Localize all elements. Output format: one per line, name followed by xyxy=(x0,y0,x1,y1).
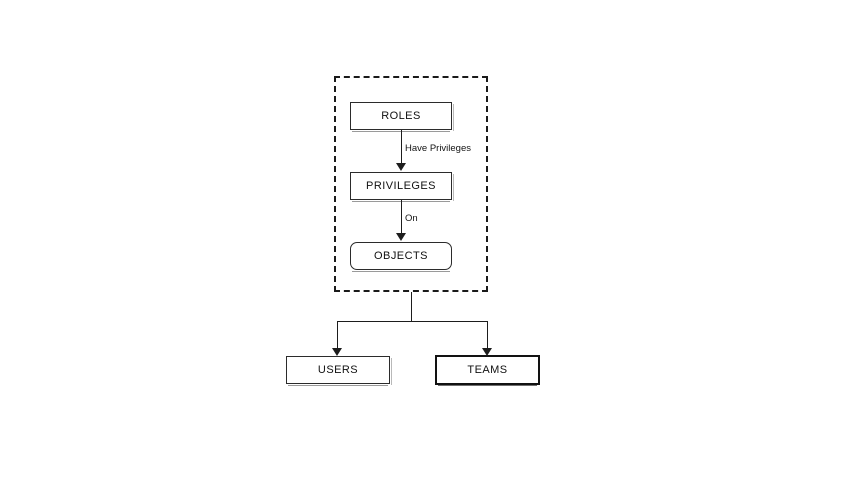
edge-roles-to-privileges-line xyxy=(401,130,402,166)
node-users[interactable]: USERS xyxy=(286,356,392,386)
edge-privileges-to-objects-line xyxy=(401,200,402,236)
node-objects-label: OBJECTS xyxy=(374,249,428,262)
node-privileges-sideline xyxy=(453,174,454,201)
node-roles-sideline xyxy=(453,104,454,131)
node-teams[interactable]: TEAMS xyxy=(435,355,540,386)
edge-roles-to-privileges-label: Have Privileges xyxy=(405,143,471,154)
node-users-underline xyxy=(288,385,388,386)
node-privileges-label: PRIVILEGES xyxy=(366,179,436,192)
edge-privileges-to-objects-arrowhead xyxy=(396,233,406,241)
node-roles-label: ROLES xyxy=(381,109,421,122)
edge-group-to-teams-line xyxy=(487,321,488,351)
node-objects[interactable]: OBJECTS xyxy=(350,242,452,272)
node-teams-underline xyxy=(438,385,537,386)
node-roles[interactable]: ROLES xyxy=(350,102,454,132)
edge-group-trunk-line xyxy=(411,292,412,322)
node-users-sideline xyxy=(391,358,392,385)
edge-group-to-users-line xyxy=(337,321,338,351)
node-teams-label: TEAMS xyxy=(467,363,508,376)
node-users-label: USERS xyxy=(317,363,359,376)
node-objects-underline xyxy=(352,271,450,272)
edge-group-to-teams-arrowhead xyxy=(482,348,492,356)
edge-privileges-to-objects-label: On xyxy=(405,213,418,224)
edge-group-to-users-arrowhead xyxy=(332,348,342,356)
node-privileges[interactable]: PRIVILEGES xyxy=(350,172,454,202)
privileges-group-boundary xyxy=(334,76,488,292)
edge-roles-to-privileges-arrowhead xyxy=(396,163,406,171)
edge-group-branch-bar xyxy=(337,321,488,322)
